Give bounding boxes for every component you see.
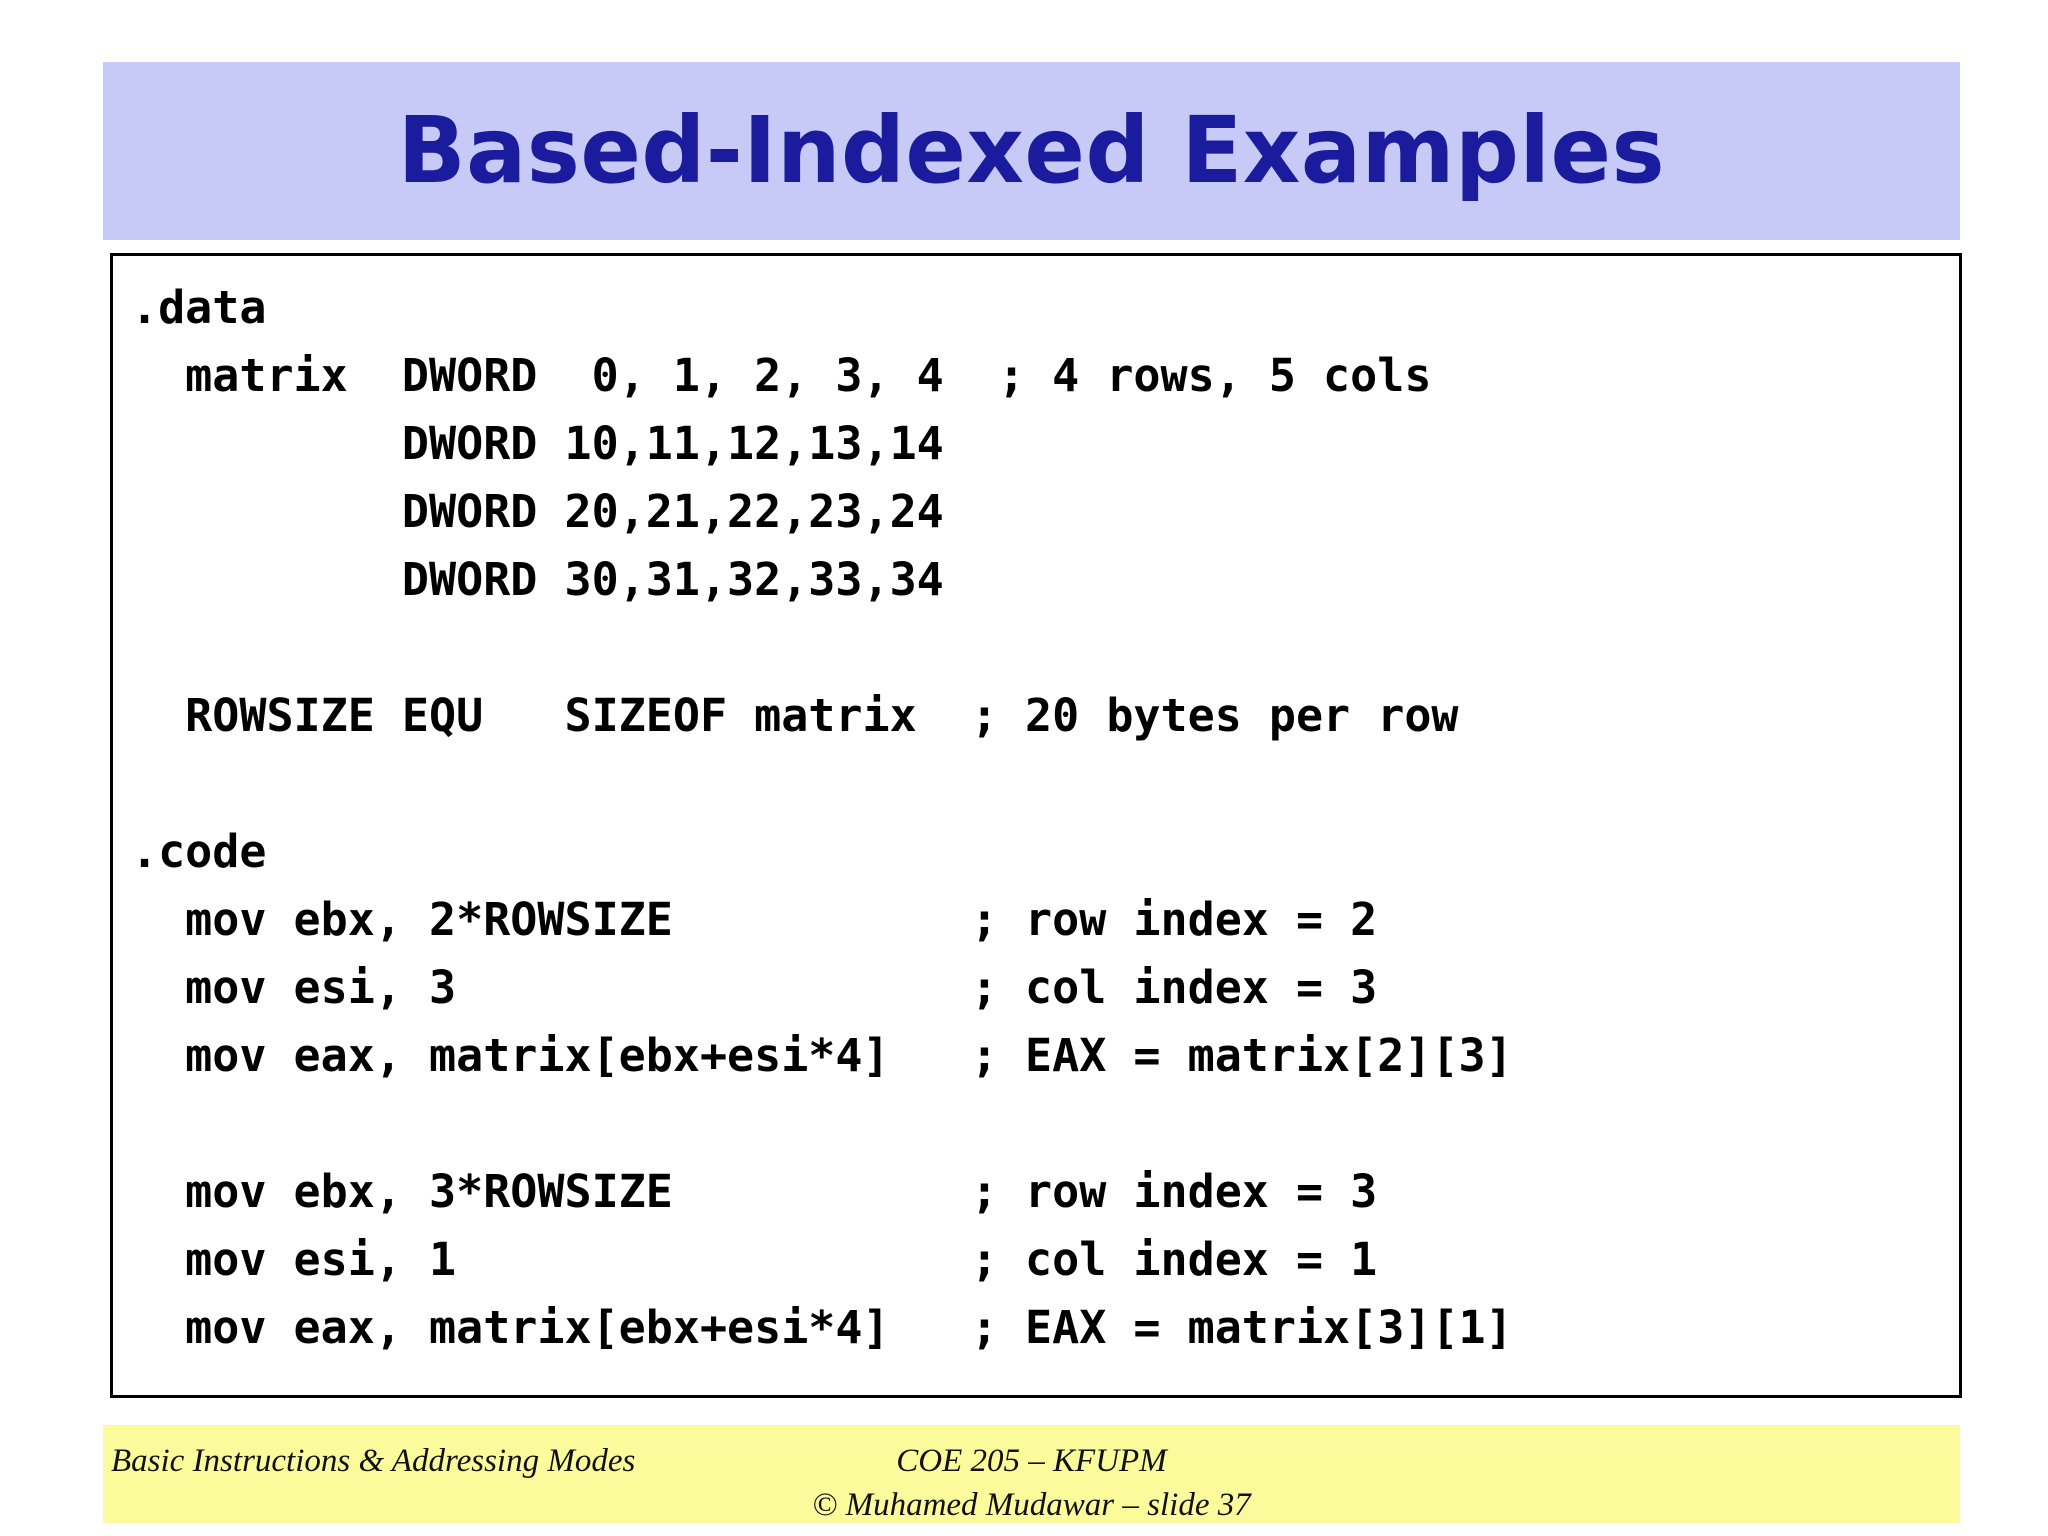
code-line: DWORD 10,11,12,13,14: [131, 417, 944, 470]
code-line: mov ebx, 2*ROWSIZE ; row index = 2: [131, 893, 1378, 946]
footer-author-slide: © Muhamed Mudawar – slide 37: [812, 1487, 1251, 1523]
code-listing: .data matrix DWORD 0, 1, 2, 3, 4 ; 4 row…: [113, 256, 1513, 1362]
footer-banner: Basic Instructions & Addressing Modes CO…: [103, 1425, 1960, 1523]
code-line: matrix DWORD 0, 1, 2, 3, 4 ; 4 rows, 5 c…: [131, 349, 1432, 402]
code-line: mov eax, matrix[ebx+esi*4] ; EAX = matri…: [131, 1029, 1513, 1082]
footer-course-code: COE 205 – KFUPM: [896, 1443, 1167, 1479]
code-line: mov ebx, 3*ROWSIZE ; row index = 3: [131, 1165, 1378, 1218]
code-line-blank: [131, 614, 1513, 682]
code-line: DWORD 20,21,22,23,24: [131, 485, 944, 538]
code-line: mov esi, 3 ; col index = 3: [131, 961, 1378, 1014]
code-line: DWORD 30,31,32,33,34: [131, 553, 944, 606]
title-banner: Based-Indexed Examples: [103, 62, 1960, 240]
footer-credits: COE 205 – KFUPM © Muhamed Mudawar – slid…: [103, 1439, 1960, 1527]
code-panel: .data matrix DWORD 0, 1, 2, 3, 4 ; 4 row…: [110, 253, 1962, 1398]
code-line: .data: [131, 281, 267, 334]
code-line-blank: [131, 750, 1513, 818]
code-line: .code: [131, 825, 267, 878]
code-line: mov esi, 1 ; col index = 1: [131, 1233, 1378, 1286]
footer-course-topic: Basic Instructions & Addressing Modes: [111, 1443, 636, 1479]
code-line: mov eax, matrix[ebx+esi*4] ; EAX = matri…: [131, 1301, 1513, 1354]
page-title: Based-Indexed Examples: [397, 97, 1666, 204]
code-line-blank: [131, 1090, 1513, 1158]
code-line: ROWSIZE EQU SIZEOF matrix ; 20 bytes per…: [131, 689, 1459, 742]
